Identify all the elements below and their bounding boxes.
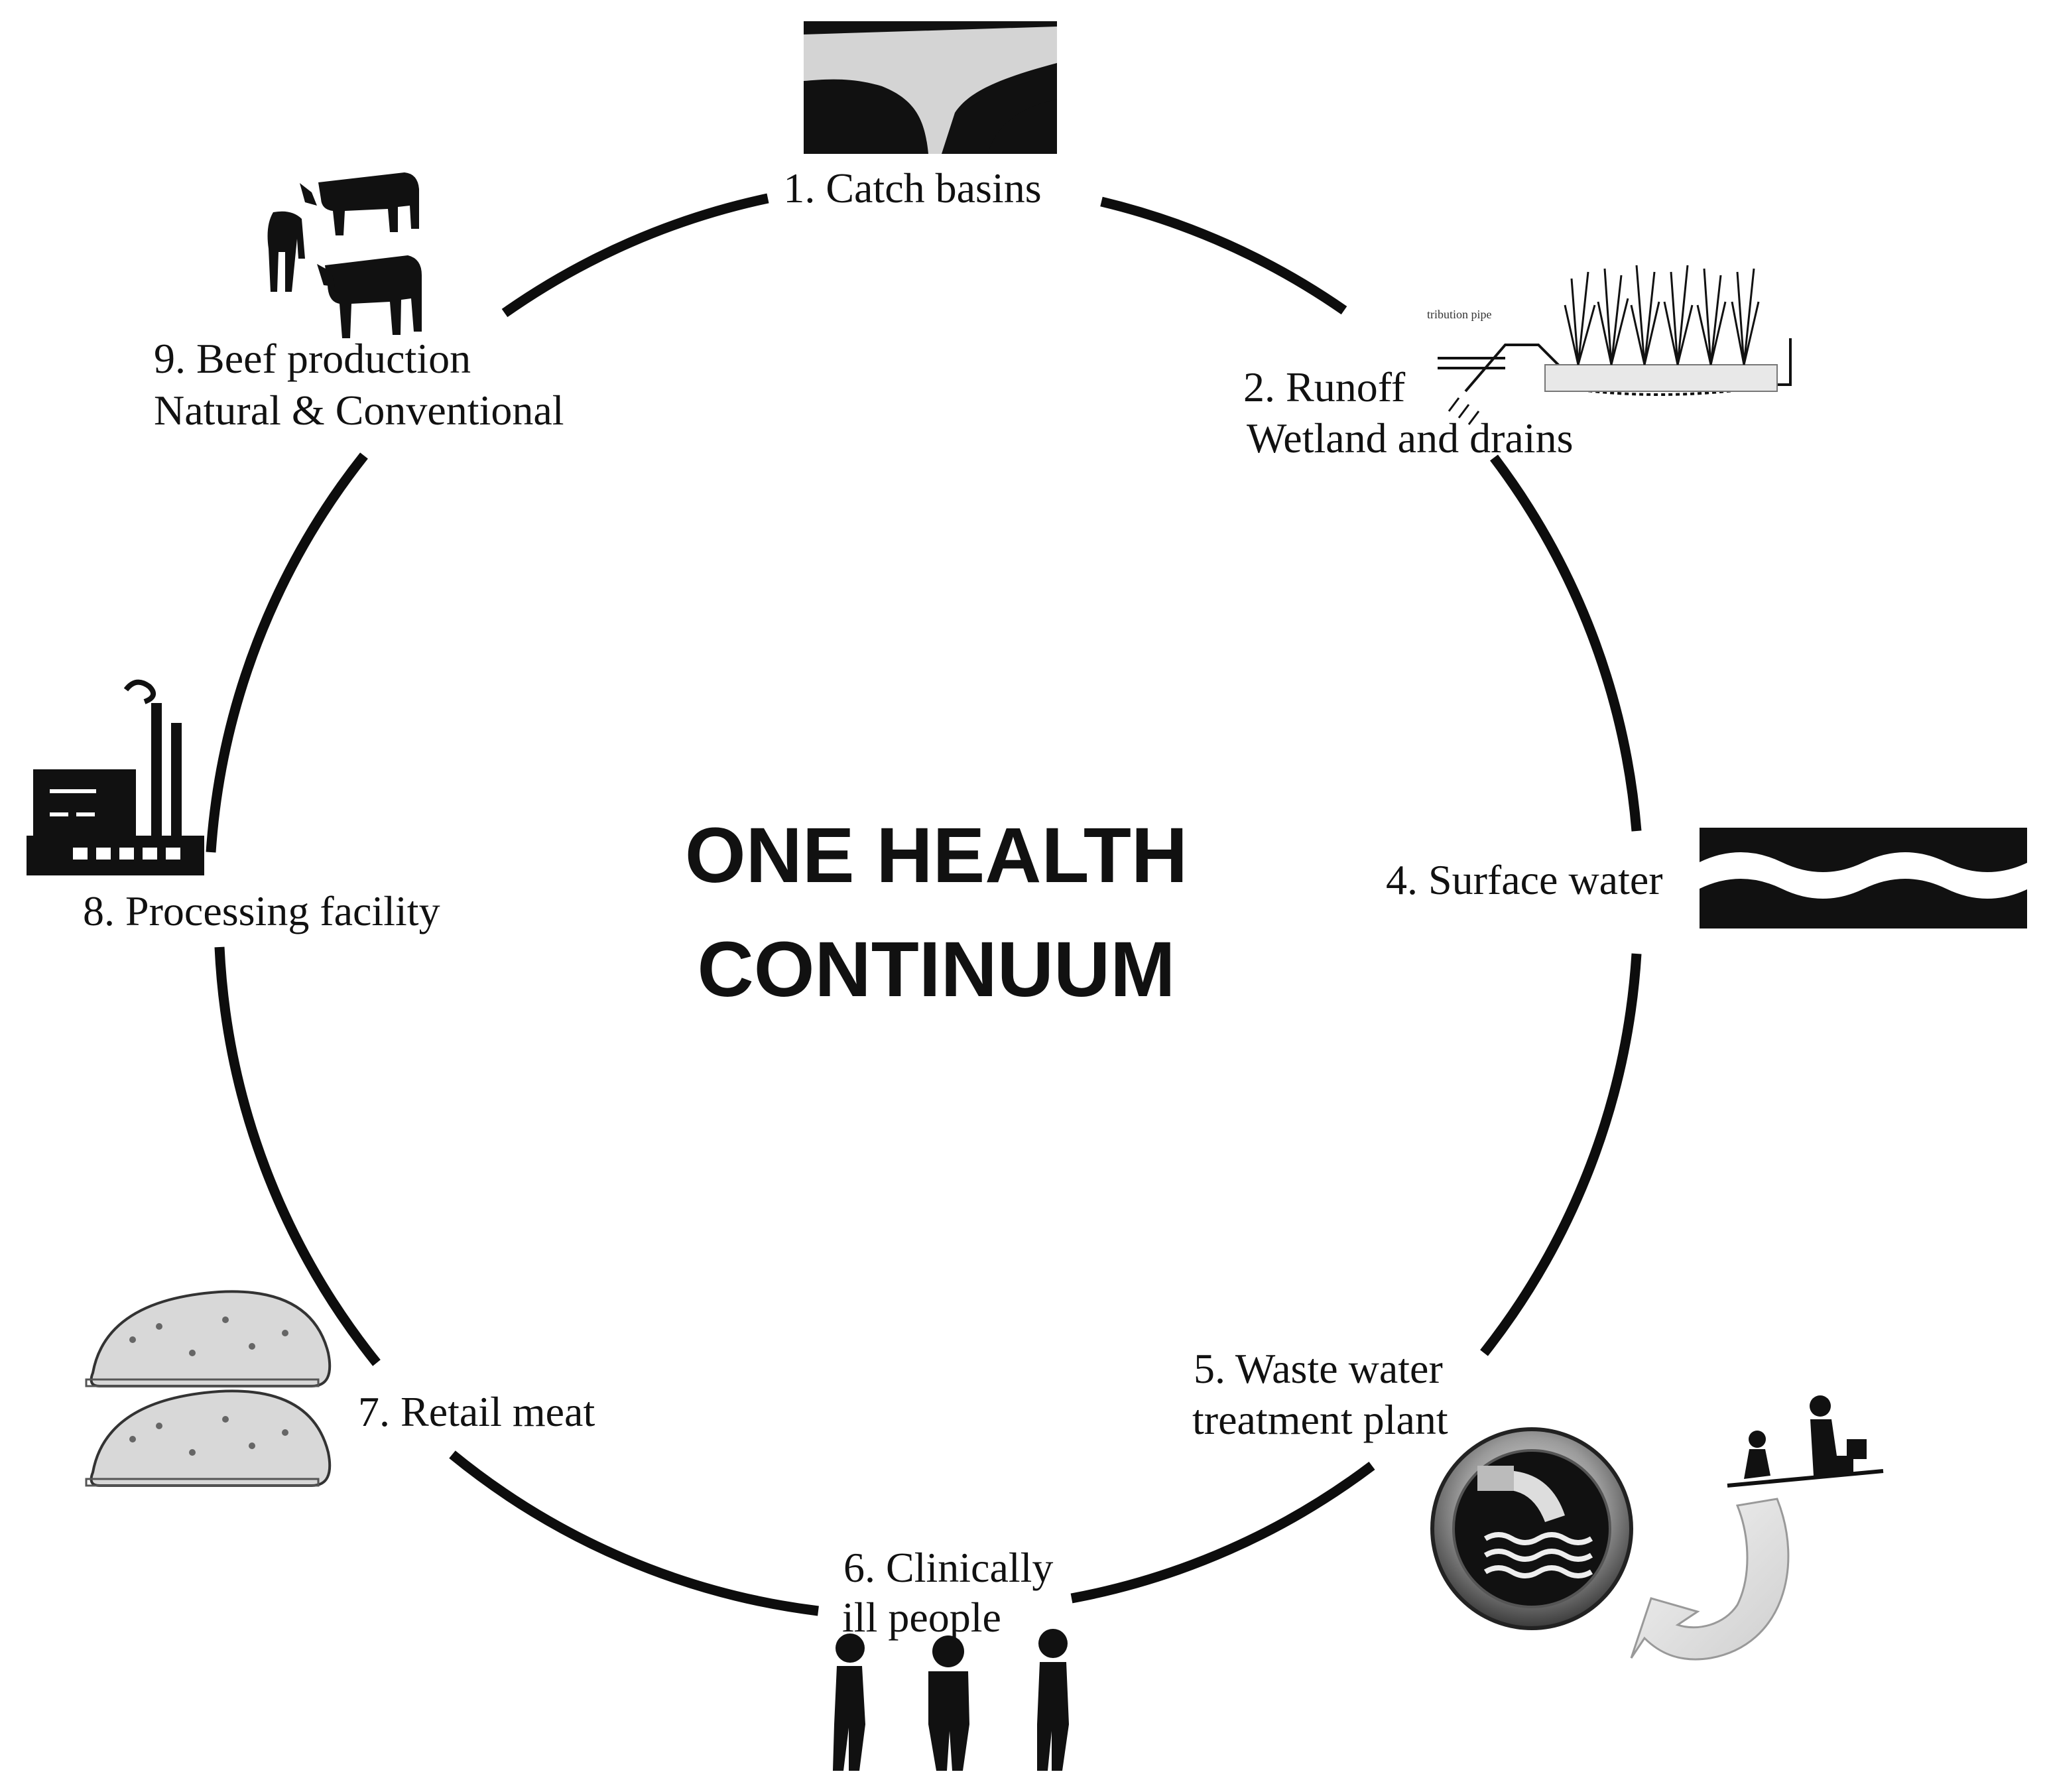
ring-arc-4-5 bbox=[1480, 953, 1642, 1356]
stage-beef-label-1: 9. Beef production bbox=[154, 335, 471, 382]
reed-plants bbox=[1564, 265, 1760, 365]
title-line-1: ONE HEALTH bbox=[685, 812, 1188, 899]
stage-runoff-label-2: Wetland and drains bbox=[1247, 415, 1573, 462]
ground-beef-icon bbox=[85, 1290, 332, 1487]
ring-arc-9-1 bbox=[501, 193, 769, 318]
sick-person-stomach-pain bbox=[928, 1635, 969, 1771]
stage-ill-people-label-1: 6. Clinically bbox=[843, 1544, 1053, 1591]
stage-retail-meat: 7. Retail meat bbox=[85, 1290, 595, 1487]
cattle-icon bbox=[267, 172, 422, 338]
continuum-ring bbox=[206, 193, 1642, 1616]
title-line-2: CONTINUUM bbox=[697, 926, 1175, 1013]
stage-runoff: tribution pipe 2. Runoff Wetland and dra… bbox=[1243, 265, 1792, 462]
stage-retail-meat-label: 7. Retail meat bbox=[358, 1388, 595, 1435]
ring-arc-1-2 bbox=[1100, 196, 1347, 315]
return-arrow-icon bbox=[1630, 1498, 1790, 1661]
stage-processing: 8. Processing facility bbox=[27, 679, 440, 934]
sick-person-headache bbox=[1037, 1629, 1069, 1771]
cow-icon-3 bbox=[317, 255, 422, 338]
stage-runoff-label-1: 2. Runoff bbox=[1243, 363, 1406, 411]
wetland-diagram-icon: tribution pipe bbox=[1427, 265, 1792, 425]
stage-waste-water-label-1: 5. Waste water bbox=[1194, 1345, 1443, 1392]
stage-beef: 9. Beef production Natural & Conventiona… bbox=[154, 172, 564, 434]
stage-ill-people: 6. Clinically ill people bbox=[833, 1544, 1069, 1771]
ring-arc-2-4 bbox=[1490, 454, 1642, 832]
stage-catch-basins: 1. Catch basins bbox=[783, 21, 1057, 212]
cow-icon-2 bbox=[267, 211, 305, 292]
ring-arc-6-7 bbox=[449, 1450, 819, 1616]
stage-surface-water: 4. Surface water bbox=[1386, 828, 2028, 928]
sewage-outfall-icon bbox=[1430, 1427, 1633, 1630]
ring-arc-7-8 bbox=[214, 946, 381, 1366]
factory-icon bbox=[27, 679, 204, 875]
stage-processing-label: 8. Processing facility bbox=[83, 887, 440, 934]
ring-arc-8-9 bbox=[206, 452, 368, 853]
cow-icon-1 bbox=[300, 172, 419, 235]
stage-waste-water-label-2: treatment plant bbox=[1192, 1396, 1448, 1443]
catch-basin-icon bbox=[804, 21, 1057, 154]
stage-beef-label-2: Natural & Conventional bbox=[154, 387, 564, 434]
ring-arc-5-6 bbox=[1070, 1462, 1375, 1604]
stage-ill-people-label-2: ill people bbox=[842, 1594, 1001, 1641]
water-waves-icon bbox=[1700, 828, 2028, 928]
stage-waste-water: 5. Waste water treatment plant bbox=[1192, 1345, 1884, 1661]
sick-people-icon bbox=[833, 1629, 1069, 1771]
wetland-pipe-caption: tribution pipe bbox=[1427, 308, 1492, 321]
stage-surface-water-label: 4. Surface water bbox=[1386, 856, 1663, 903]
sick-person-back-pain bbox=[833, 1633, 865, 1771]
stage-catch-basins-label: 1. Catch basins bbox=[783, 164, 1041, 212]
toilet-people-icon bbox=[1727, 1395, 1884, 1488]
